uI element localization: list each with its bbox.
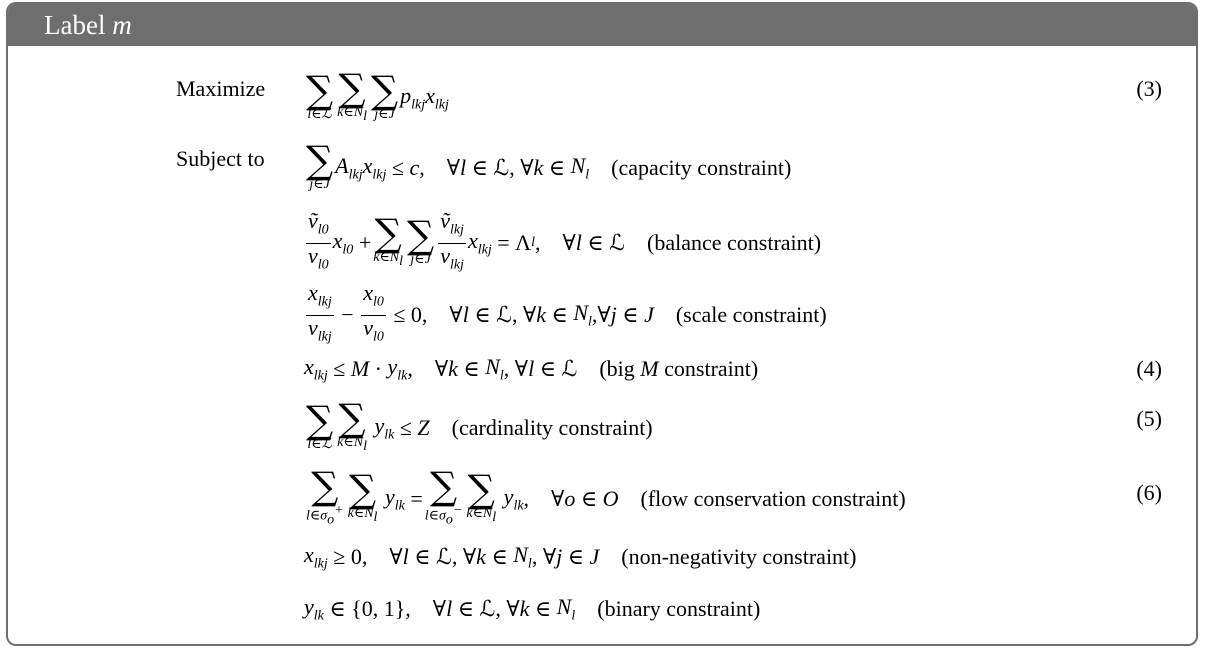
eq-number-6: (6) [1136,480,1162,505]
nonneg-expr: xlkj ≥ 0, ∀l ∈ ℒ, ∀k ∈ Nl, ∀j ∈ J (non-n… [304,541,857,572]
nonneg-text: (non-negativity constraint) [621,543,857,569]
binary-row: ylk ∈ {0, 1}, ∀l ∈ ℒ, ∀k ∈ Nl (binary co… [8,592,1196,626]
objective-expr: ∑l∈ℒ ∑k∈Nl ∑j∈J plkjxlkj [306,66,449,124]
eq-number-5: (5) [1136,406,1162,431]
nonneg-row: xlkj ≥ 0, ∀l ∈ ℒ, ∀k ∈ Nl, ∀j ∈ J (non-n… [8,540,1196,574]
capacity-row: Subject to ∑j∈J Alkjxlkj ≤ c, ∀l ∈ ℒ, ∀k… [8,136,1196,200]
bigm-row: xlkj ≤ M · ylk, ∀k ∈ Nl, ∀l ∈ ℒ (big M c… [8,352,1196,386]
subject-to-label: Subject to [176,146,265,171]
cardinality-text: (cardinality constraint) [451,414,653,440]
flow-row: ∑l∈σo+ ∑k∈Nl ylk = ∑l∈σo− ∑k∈Nl ylk, ∀o … [8,466,1196,532]
box-header: Label m [8,4,1196,46]
binary-text: (binary constraint) [597,595,761,621]
capacity-expr: ∑j∈J Alkjxlkj ≤ c, ∀l ∈ ℒ, ∀k ∈ Nl (capa… [306,138,792,192]
binary-expr: ylk ∈ {0, 1}, ∀l ∈ ℒ, ∀k ∈ Nl (binary co… [304,593,761,624]
balance-text: (balance constraint) [647,230,822,255]
capacity-text: (capacity constraint) [611,155,792,180]
eq-number-4: (4) [1136,356,1162,381]
maximize-label: Maximize [176,76,266,101]
cardinality-row: ∑l∈ℒ ∑k∈Nl ylk ≤ Z (cardinality constrai… [8,396,1196,460]
header-label: Label [44,10,106,40]
label-box: Label m Maximize ∑l∈ℒ ∑k∈Nl ∑j∈J plkjxlk… [6,2,1198,646]
flow-text: (flow conservation constraint) [640,485,906,511]
eq-number-3: (3) [1136,76,1162,101]
bigm-expr: xlkj ≤ M · ylk, ∀k ∈ Nl, ∀l ∈ ℒ (big M c… [304,353,759,384]
flow-expr: ∑l∈σo+ ∑k∈Nl ylk = ∑l∈σo− ∑k∈Nl ylk, ∀o … [306,464,906,528]
objective-row: Maximize ∑l∈ℒ ∑k∈Nl ∑j∈J plkjxlkj (3) [8,66,1196,130]
cardinality-expr: ∑l∈ℒ ∑k∈Nl ylk ≤ Z (cardinality constrai… [306,396,653,454]
bigm-text-pre: (big [599,355,635,381]
header-var: m [112,10,132,40]
bigm-text-post: constraint) [664,355,759,381]
scale-text: (scale constraint) [675,302,827,327]
